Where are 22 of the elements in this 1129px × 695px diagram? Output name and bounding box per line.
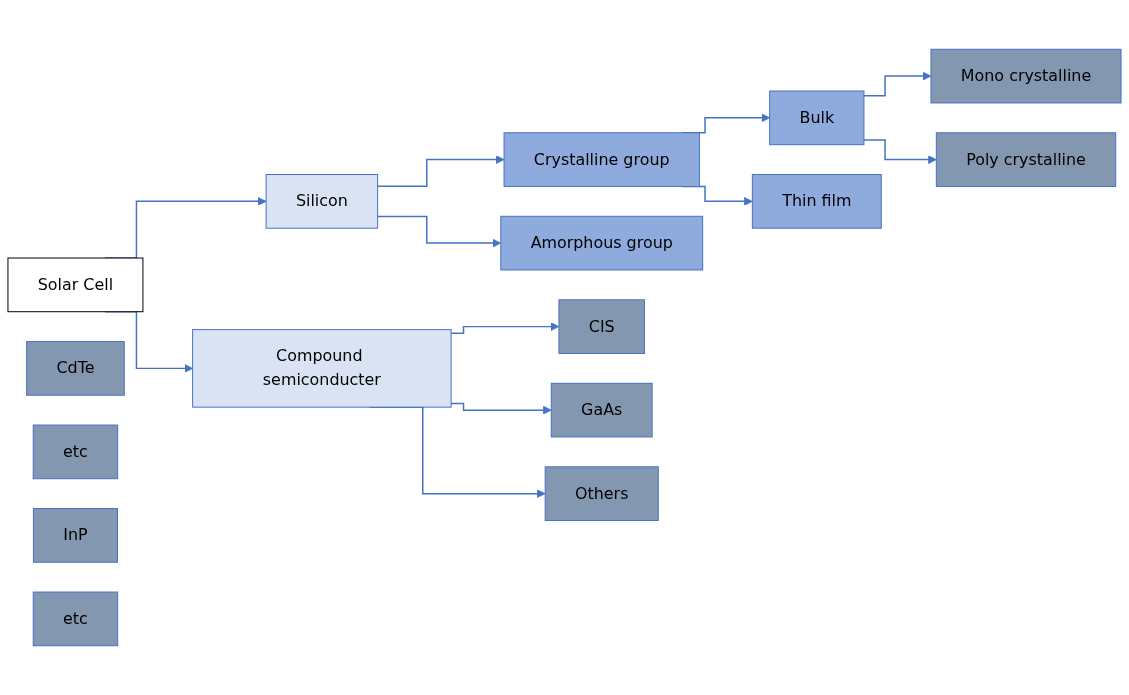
- node-box: etc: [32, 591, 119, 647]
- arrow: [450, 322, 560, 335]
- node-box: etc: [32, 424, 119, 480]
- arrow: [863, 139, 937, 164]
- node-box: CIS: [558, 299, 645, 354]
- arrow: [863, 71, 932, 97]
- node-box: Others: [544, 466, 659, 521]
- node-box: CdTe: [26, 341, 125, 396]
- node-box: Compound semiconducter: [192, 329, 452, 408]
- arrow: [450, 402, 552, 415]
- node-box: Poly crystalline: [935, 132, 1117, 187]
- node-box: Solar Cell: [7, 257, 144, 313]
- node-box: GaAs: [550, 382, 653, 438]
- node-box: InP: [32, 508, 118, 563]
- node-box: Thin film: [751, 174, 882, 229]
- arrow: [376, 215, 502, 248]
- node-box: Amorphous group: [500, 215, 704, 271]
- node-box: Bulk: [769, 90, 865, 146]
- arrow: [376, 155, 505, 187]
- node-box: Silicon: [265, 174, 379, 229]
- node-box: Crystalline group: [503, 132, 700, 187]
- node-box: Mono crystalline: [930, 48, 1122, 104]
